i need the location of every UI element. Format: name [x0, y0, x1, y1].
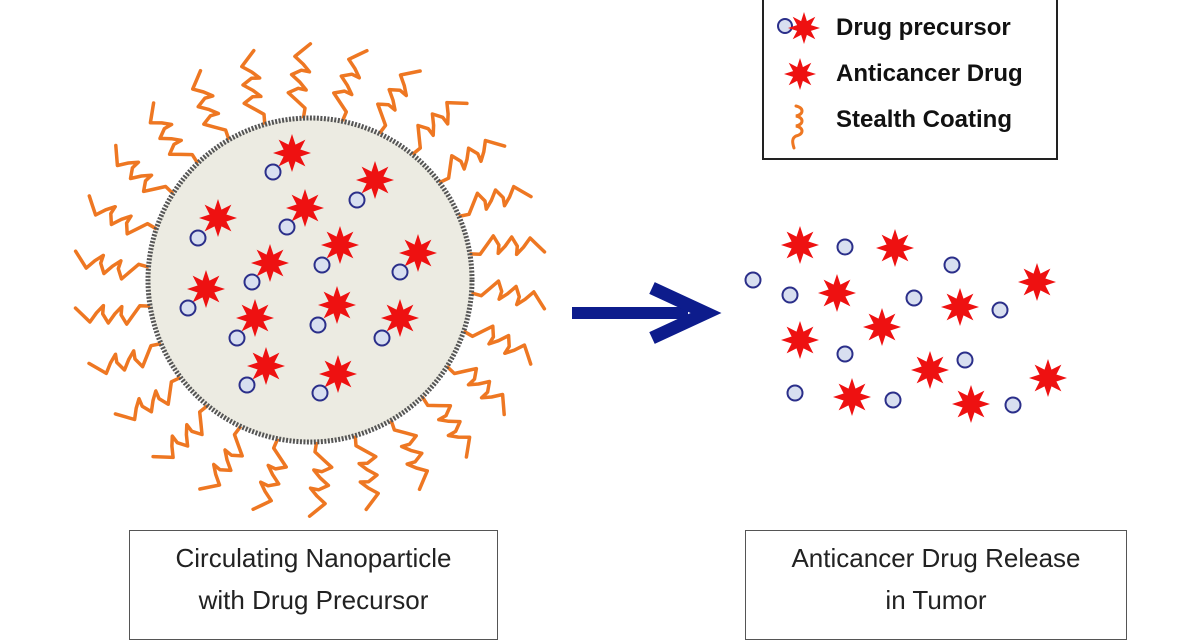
nanoparticle: [145, 115, 475, 445]
stealth-coating-strand: [148, 101, 200, 165]
stealth-coating-strand: [286, 42, 313, 120]
anticancer-drug-star: [199, 199, 237, 237]
anticancer-drug-star: [941, 288, 979, 326]
legend-item-stealth-coating: Stealth Coating: [764, 100, 1056, 150]
legend-label-drug-precursor: Drug precursor: [836, 14, 1011, 41]
drug-precursor-circle: [179, 299, 197, 317]
caption-left-line1: Circulating Nanoparticle: [175, 543, 452, 573]
caption-right-line1: Anticancer Drug Release: [791, 543, 1081, 573]
stealth-coating-strand: [151, 403, 210, 460]
legend-item-anticancer-drug: Anticancer Drug: [764, 54, 1056, 94]
stealth-coating-strand: [73, 303, 152, 326]
stealth-coating-strand: [437, 138, 507, 185]
anticancer-drug-star: [318, 286, 356, 324]
anticancer-drug-star: [319, 355, 357, 393]
stealth-coating-strand: [240, 48, 267, 127]
stealth-coating-strand: [113, 375, 183, 422]
anticancer-drug-star: [321, 226, 359, 264]
anticancer-drug-star: [781, 226, 819, 264]
stealth-coating-strand: [251, 436, 288, 512]
anticancer-drug-star: [876, 229, 914, 267]
drug-precursor-circle: [311, 384, 329, 402]
anticancer-drug-star: [356, 161, 394, 199]
drug-precursor-circle: [781, 286, 799, 304]
drug-precursor-circle: [309, 316, 327, 334]
anticancer-drug-star: [286, 189, 324, 227]
stealth-coating-strand: [198, 424, 244, 491]
anticancer-drug-star: [236, 299, 274, 337]
stealth-coating-strand: [457, 184, 533, 219]
caption-circulating-nanoparticle: Circulating Nanoparticle with Drug Precu…: [129, 530, 498, 640]
anticancer-drug-star: [247, 347, 285, 385]
drug-precursor-circle: [956, 351, 974, 369]
drug-precursor-circle: [905, 289, 923, 307]
drug-precursor-circle: [836, 238, 854, 256]
anticancer-drug-star: [1029, 359, 1067, 397]
stealth-coating-strand: [73, 249, 151, 281]
drug-precursor-circle: [884, 391, 902, 409]
drug-precursor-circle: [1004, 396, 1022, 414]
anticancer-drug-star: [911, 351, 949, 389]
stealth-coating-strand: [376, 69, 422, 136]
drug-precursor-circle: [243, 273, 261, 291]
drug-precursor-circle: [391, 263, 409, 281]
anticancer-drug-star: [833, 378, 871, 416]
stealth-coating-strand: [389, 418, 430, 492]
anticancer-drug-star: [952, 385, 990, 423]
drug-precursor-circle: [786, 384, 804, 402]
transition-arrow: [572, 282, 722, 344]
stealth-coating-layer: [73, 42, 547, 518]
legend-label-anticancer-drug: Anticancer Drug: [836, 60, 1023, 87]
drug-precursor-circle: [373, 329, 391, 347]
drug-precursor-circle: [348, 191, 366, 209]
stealth-coating-strand: [469, 279, 547, 311]
anticancer-drug-star: [251, 244, 289, 282]
legend: Drug precursor Anticancer Drug Stealth C…: [762, 0, 1058, 160]
drug-precursor-circle: [744, 271, 762, 289]
nanoparticle-contents: [179, 134, 437, 402]
legend-label-stealth-coating: Stealth Coating: [836, 106, 1013, 133]
anticancer-drug-star: [863, 308, 901, 346]
caption-drug-release: Anticancer Drug Release in Tumor: [745, 530, 1127, 640]
drug-precursor-circle: [238, 376, 256, 394]
anticancer-drug-star: [187, 270, 225, 308]
anticancer-drug-star: [1018, 263, 1056, 301]
stealth-coating-strand: [87, 341, 163, 376]
stealth-coating-strand: [190, 68, 231, 142]
drug-precursor-circle: [278, 218, 296, 236]
anticancer-drug-star: [781, 321, 819, 359]
anticancer-drug-icon: [784, 58, 816, 90]
stealth-coating-strand: [114, 143, 175, 196]
stealth-coating-strand: [307, 440, 334, 518]
legend-item-drug-precursor: Drug precursor: [764, 8, 1056, 48]
caption-right-line2: in Tumor: [885, 585, 987, 615]
drug-precursor-icon: [777, 12, 820, 44]
anticancer-drug-star: [273, 134, 311, 172]
anticancer-drug-star: [381, 299, 419, 337]
stealth-coating-strand: [420, 395, 472, 459]
anticancer-drug-star: [399, 234, 437, 272]
stealth-coating-strand: [410, 100, 469, 157]
stealth-coating-strand: [468, 234, 547, 257]
stealth-coating-strand: [332, 48, 369, 124]
released-drugs-cluster: [744, 226, 1067, 423]
drug-precursor-circle: [313, 256, 331, 274]
drug-precursor-circle: [228, 329, 246, 347]
drug-precursor-circle: [943, 256, 961, 274]
anticancer-drug-star: [818, 274, 856, 312]
drug-precursor-circle: [264, 163, 282, 181]
caption-left-line2: with Drug Precursor: [198, 585, 429, 615]
stealth-coating-strand: [461, 324, 533, 366]
drug-precursor-circle: [189, 229, 207, 247]
stealth-coating-strand: [445, 364, 506, 417]
stealth-coating-icon: [791, 104, 804, 150]
drug-precursor-circle: [836, 345, 854, 363]
stealth-coating-strand: [353, 433, 380, 512]
stealth-coating-strand: [87, 194, 159, 236]
drug-precursor-circle: [991, 301, 1009, 319]
